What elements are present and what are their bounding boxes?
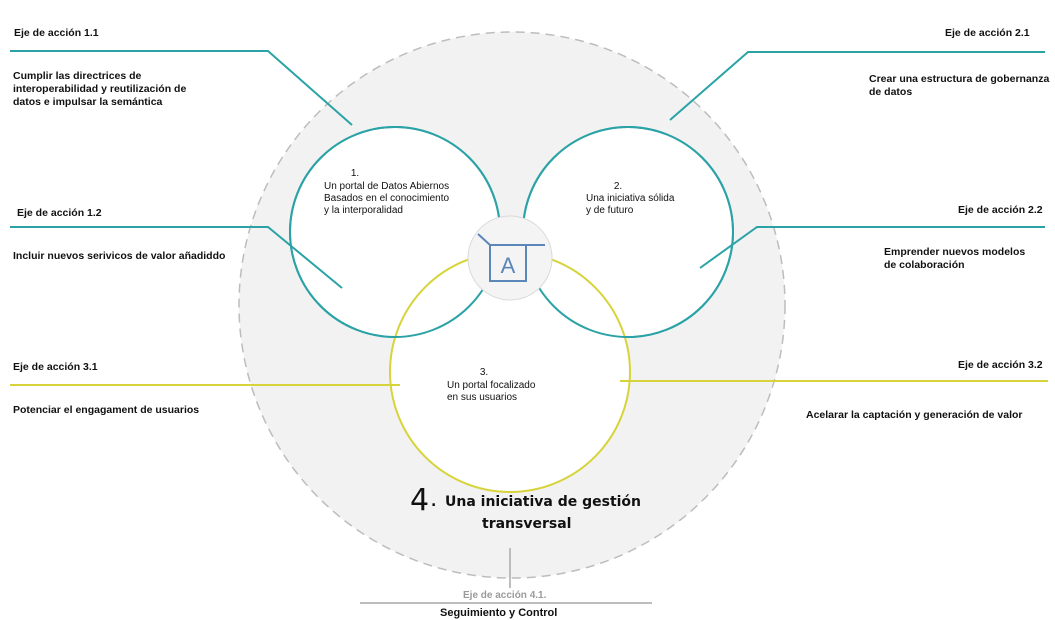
connector-1-1 — [10, 50, 353, 126]
circle-2-line2: y de futuro — [586, 205, 634, 216]
axis-2-1-desc-line2: de datos — [869, 86, 913, 98]
axis-3-2-desc: Acelarar la captación y generación de va… — [806, 409, 1023, 421]
axis-3-1-desc: Potenciar el engagament de usuarios — [13, 404, 200, 416]
axis-3-1-title: Eje de acción 3.1 — [13, 361, 98, 373]
axis-2-2-desc-line1: Emprender nuevos modelos — [884, 246, 1026, 258]
outer-number: 4 — [410, 483, 430, 518]
axis-1-1-desc-line2: interoperabilidad y reutilización de — [13, 83, 187, 95]
axis-1-1-desc-line3: datos e impulsar la semántica — [13, 96, 163, 108]
connector-1-2 — [10, 226, 343, 289]
axis-2-1-title: Eje de acción 2.1 — [945, 27, 1030, 39]
axis-1-2-title: Eje de acción 1.2 — [17, 207, 102, 219]
circle-2-number: 2. — [613, 181, 623, 192]
circle-3-number: 3. — [479, 367, 489, 378]
circle-3-line1: Un portal focalizado — [447, 380, 536, 391]
circle-1-line1: Un portal de Datos Abiernos — [324, 181, 450, 192]
axis-1-2-desc: Incluir nuevos serivicos de valor añadid… — [13, 250, 226, 262]
circle-2-line1: Una iniciativa sólida — [586, 193, 675, 204]
connector-2-1 — [669, 51, 1045, 121]
connector-2-2 — [699, 226, 1045, 269]
A-icon-tab-left — [477, 233, 491, 246]
outer-dot: . — [431, 494, 437, 510]
axis-4-1-title: Eje de acción 4.1. — [463, 590, 547, 601]
axis-1-1-title: Eje de acción 1.1 — [14, 27, 99, 39]
A-icon: A — [501, 253, 516, 278]
circle-1-line2: Basados en el conocimiento — [324, 193, 450, 204]
axis-2-2-title: Eje de acción 2.2 — [958, 204, 1043, 216]
axis-2-2-desc-line2: de colaboración — [884, 259, 965, 271]
circle-1-line3: y la interporalidad — [324, 205, 403, 216]
outer-line2: transversal — [482, 516, 572, 532]
A-icon-box — [489, 244, 527, 282]
circle-1-number: 1. — [350, 168, 360, 179]
axis-4-1-desc: Seguimiento y Control — [440, 607, 558, 619]
outer-line1: Una iniciativa de gestión — [445, 494, 642, 510]
axis-2-1-desc-line1: Crear una estructura de gobernanza — [869, 73, 1050, 85]
circle-3-line2: en sus usuarios — [447, 392, 518, 403]
axis-3-2-title: Eje de acción 3.2 — [958, 359, 1043, 371]
axis-1-1-desc-line1: Cumplir las directrices de — [13, 70, 142, 82]
